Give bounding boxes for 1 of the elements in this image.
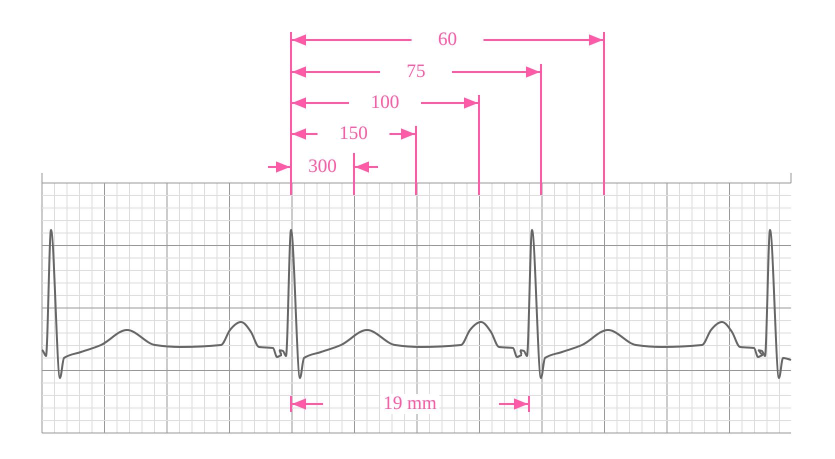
dimension-label: 19 mm (380, 394, 440, 414)
